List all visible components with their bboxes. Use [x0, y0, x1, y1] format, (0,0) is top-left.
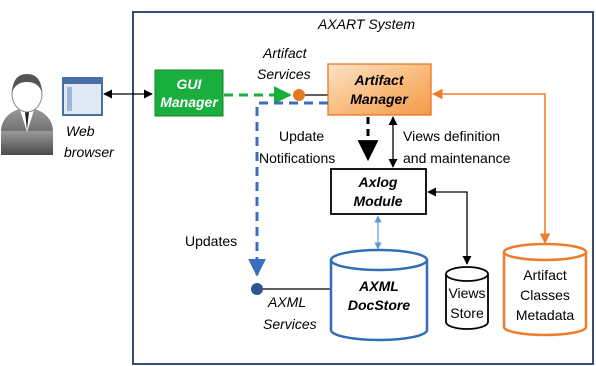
- updates-arrow: [248, 101, 328, 277]
- web-browser-label-line2: browser: [64, 144, 115, 160]
- gui-manager-box: [154, 69, 224, 117]
- axlog-module-box: [330, 168, 427, 215]
- web-browser-label-line1: Web: [66, 123, 95, 139]
- updates-label: Updates: [185, 233, 237, 249]
- views-definition-label-line2: and maintenance: [403, 150, 511, 166]
- metadata-label-line3: Metadata: [516, 307, 575, 323]
- gui-manager-label-line1: GUI: [177, 76, 203, 92]
- axlog-views-store-connector: [427, 187, 472, 265]
- gui-manager-label-line2: Manager: [160, 94, 219, 110]
- views-definition-label-line1: Views definition: [403, 128, 500, 144]
- system-boundary: [132, 11, 594, 365]
- views-store-label-line1: Views: [448, 285, 485, 301]
- axlog-module-label-line2: Module: [354, 193, 403, 209]
- views-store-label-line2: Store: [450, 305, 484, 321]
- artifact-manager-box: [327, 63, 432, 116]
- web-browser-icon: [62, 77, 103, 116]
- metadata-label-line2: Classes: [520, 287, 570, 303]
- artifact-manager-metadata-connector: [431, 88, 551, 245]
- axml-services-label-line2: Services: [263, 316, 317, 332]
- system-title: AXART System: [317, 16, 415, 32]
- artifact-manager-label-line1: Artifact: [353, 72, 404, 88]
- axml-docstore-cylinder: [329, 248, 429, 342]
- artifact-manager-label-line2: Manager: [350, 91, 409, 107]
- axlog-module-label-line1: Axlog: [358, 174, 398, 190]
- artifact-classes-metadata-cylinder: [502, 242, 588, 337]
- metadata-label-line1: Artifact: [523, 267, 567, 283]
- artifact-services-port: [293, 89, 305, 101]
- axml-docstore-label-line1: AXML: [358, 278, 399, 294]
- update-notifications-label-line2: Notifications: [259, 150, 335, 166]
- update-notifications-label-line1: Update: [279, 128, 324, 144]
- axml-services-label-line1: AXML: [267, 294, 306, 310]
- artifact-services-label-line1: Artifact: [262, 45, 308, 61]
- artifact-services-label-line2: Services: [257, 66, 311, 82]
- axml-docstore-label-line2: DocStore: [348, 297, 410, 313]
- axml-services-port: [251, 283, 263, 295]
- views-store-cylinder: [445, 266, 489, 330]
- user-avatar-icon: [1, 74, 53, 155]
